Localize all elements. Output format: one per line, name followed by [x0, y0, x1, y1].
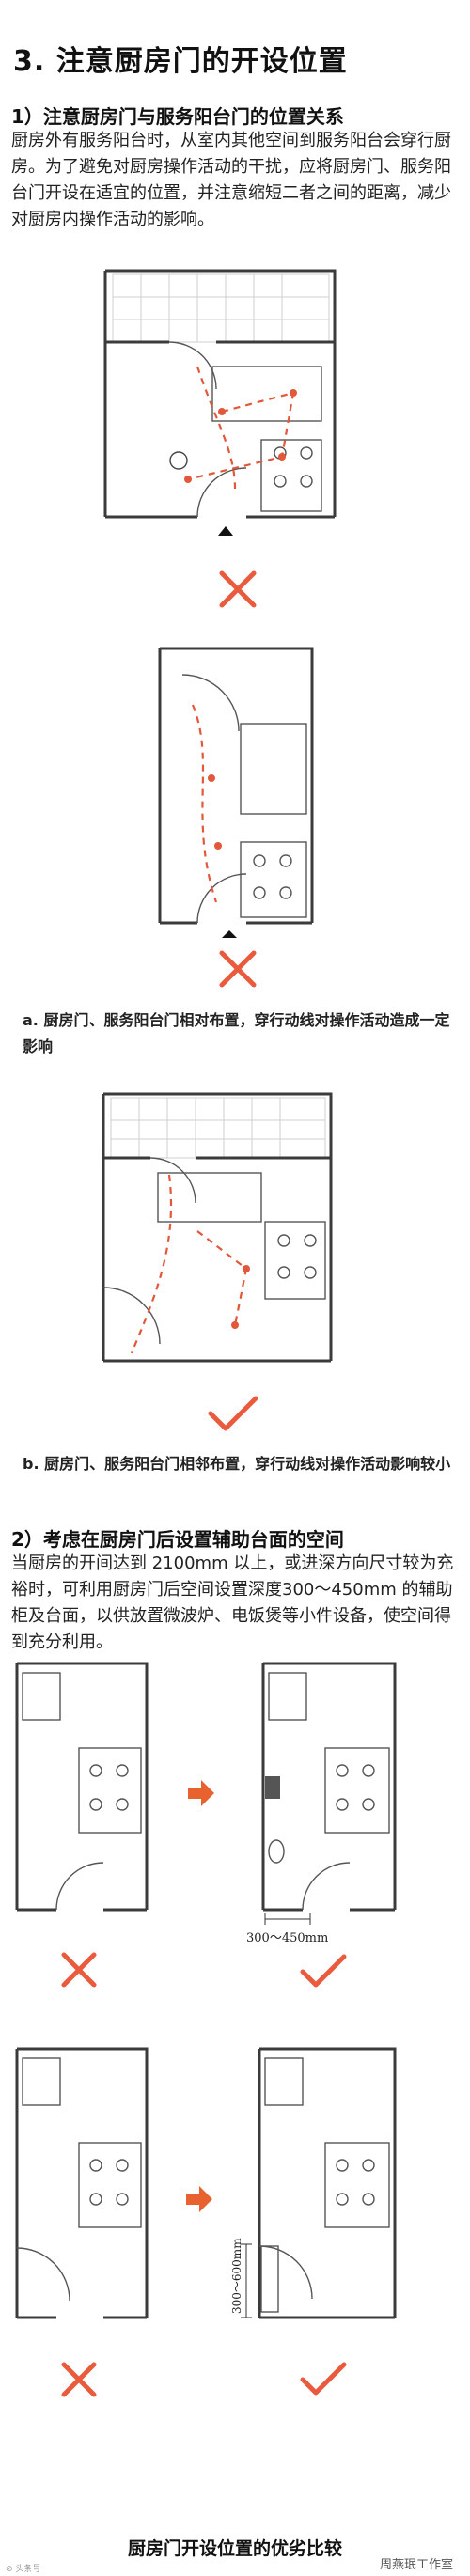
- caption-b: b. 厨房门、服务阳台门相邻布置，穿行动线对操作活动影响较小: [23, 1455, 451, 1473]
- caption-a: a. 厨房门、服务阳台门相对布置，穿行动线对操作活动造成一定影响: [23, 1011, 450, 1055]
- section2-text: 当厨房的开间达到 2100mm 以上，或进深方向尺寸较为充裕时，可利用厨房门后空…: [11, 1553, 454, 1652]
- footer-caption: 厨房门开设位置的优劣比较: [127, 2538, 342, 2559]
- plan-opposite-doors: [103, 269, 337, 536]
- comparison-row-2: 300～600mm: [15, 2047, 397, 2397]
- check-mark-1: [208, 1396, 258, 1431]
- page-title: 3. 注意厨房门的开设位置: [13, 45, 348, 78]
- watermark: 周燕珉工作室: [379, 2558, 453, 2572]
- cross-mark-1: [219, 570, 257, 608]
- dimension-vertical: 300～600mm: [230, 2238, 243, 2314]
- section2-heading: 2）考虑在厨房门后设置辅助台面的空间: [11, 1528, 344, 1551]
- watermark-left: ⊘ 头条号: [6, 2565, 41, 2574]
- cross-mark-2: [219, 950, 257, 988]
- dimension-horizontal: 300～450mm: [246, 1931, 328, 1945]
- comparison-row-1: 300～450mm: [15, 1662, 397, 1988]
- plan-narrow-opposite: [158, 647, 314, 938]
- section1-text: 厨房外有服务阳台时，从室内其他空间到服务阳台会穿行厨房。为了避免对厨房操作活动的…: [11, 131, 451, 229]
- section1-heading: 1）注意厨房门与服务阳台门的位置关系: [11, 105, 344, 128]
- plan-adjacent-doors: [102, 1092, 333, 1363]
